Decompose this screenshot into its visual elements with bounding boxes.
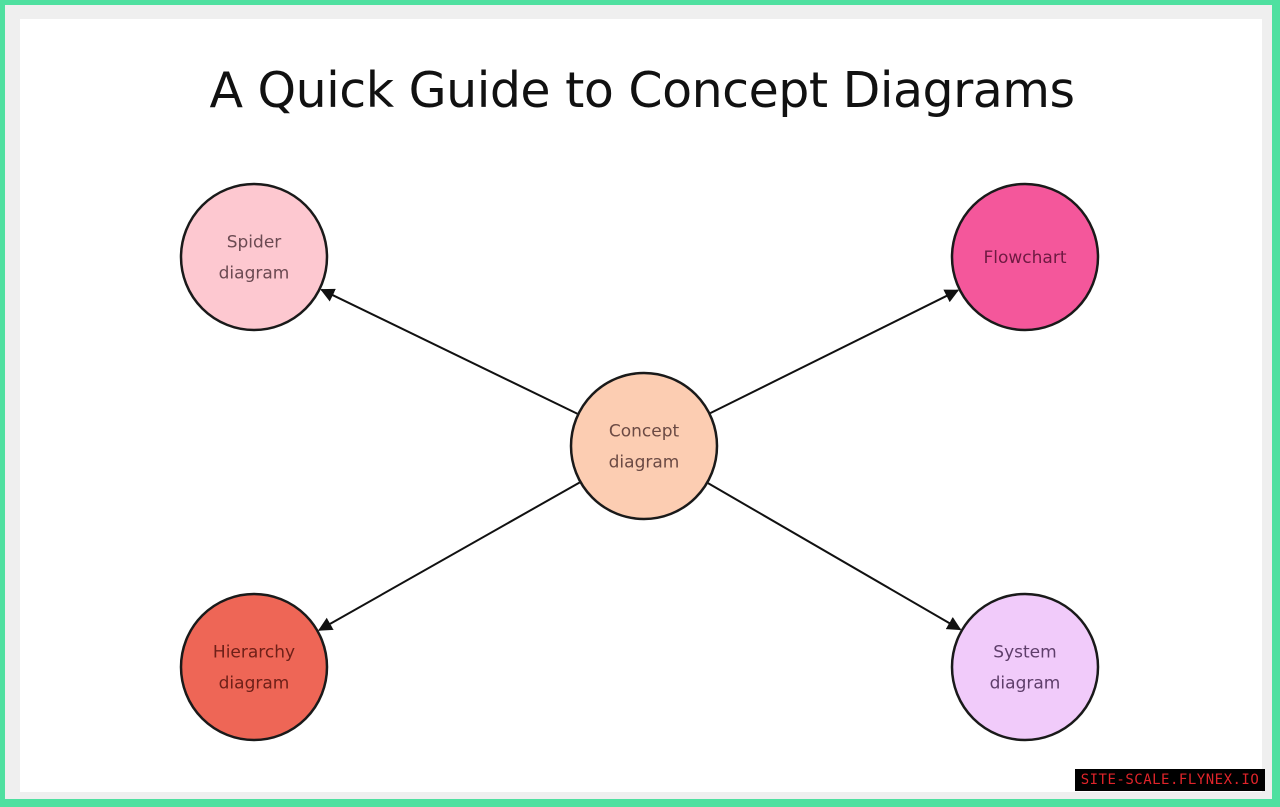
node-spider: Spider diagram [179, 182, 329, 332]
node-circle-flowchart [950, 182, 1100, 332]
node-hierarchy: Hierarchy diagram [179, 592, 329, 742]
node-label-system: System [993, 643, 1056, 663]
node-circle-spider [179, 182, 329, 332]
node-circle-hierarchy [179, 592, 329, 742]
node-concept: Concept diagram [569, 371, 719, 521]
node-label-concept: Concept [609, 422, 680, 442]
arrow-concept-to-flowchart [709, 289, 960, 415]
node-label-spider: Spider [227, 233, 282, 253]
node-label-spider: diagram [219, 264, 290, 284]
diagram-title: A Quick Guide to Concept Diagrams [209, 62, 1075, 119]
node-circle-system [950, 592, 1100, 742]
node-circle-concept [569, 371, 719, 521]
nodes: Concept diagram Spider diagram FlowchartHier… [179, 182, 1100, 742]
node-label-hierarchy: diagram [219, 674, 290, 694]
node-label-system: diagram [990, 674, 1061, 694]
edges [318, 288, 962, 631]
node-label-hierarchy: Hierarchy [213, 643, 295, 663]
arrow-concept-to-hierarchy [318, 481, 581, 631]
arrow-concept-to-system [707, 482, 962, 631]
node-label-concept: diagram [609, 453, 680, 473]
watermark: SITE-SCALE.FLYNEX.IO [1075, 769, 1265, 791]
node-flowchart: Flowchart [950, 182, 1100, 332]
arrow-concept-to-spider [320, 288, 578, 415]
node-label-flowchart: Flowchart [984, 248, 1067, 268]
node-system: System diagram [950, 592, 1100, 742]
